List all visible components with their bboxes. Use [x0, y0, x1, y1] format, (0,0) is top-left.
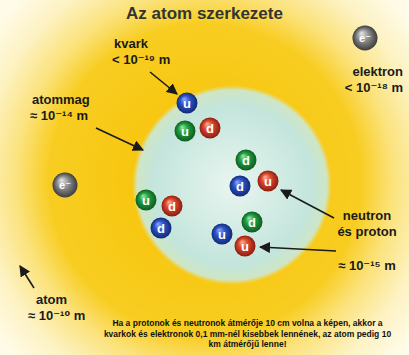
quark-letter: u	[218, 228, 226, 241]
leader-arrow	[20, 266, 34, 288]
quark-letter: d	[206, 122, 214, 135]
quark-sphere: u	[176, 92, 198, 114]
nucleus-region	[132, 85, 332, 285]
quark-sphere: u	[257, 170, 279, 192]
size-label: kvark	[114, 36, 148, 52]
sphere-fill	[200, 118, 221, 139]
quark-sphere: d	[150, 217, 172, 239]
diagram-caption: Ha a protonok és neutronok átmérője 10 c…	[100, 318, 395, 350]
diagram-title: Az atom szerkezete	[0, 4, 409, 24]
quark-letter: d	[242, 154, 250, 167]
size-label: atom	[36, 292, 67, 308]
sphere-fill	[258, 171, 279, 192]
sphere-fill	[236, 150, 257, 171]
quark-letter: d	[157, 222, 165, 235]
quark-sphere: u	[135, 189, 157, 211]
size-value: < 10⁻¹⁸ m	[345, 80, 403, 96]
sphere-fill	[175, 121, 196, 142]
quark-letter: d	[236, 180, 244, 193]
quark-sphere: u	[174, 120, 196, 142]
quark-letter: u	[142, 194, 150, 207]
quark-sphere: d	[241, 211, 263, 233]
quark-sphere: d	[199, 117, 221, 139]
sphere-fill	[353, 26, 378, 51]
sphere-fill	[242, 212, 263, 233]
sphere-fill	[212, 224, 233, 245]
quark-sphere: d	[235, 149, 257, 171]
size-label: neutron és proton	[337, 208, 397, 240]
sphere-fill	[235, 236, 256, 257]
quark-sphere: u	[234, 235, 256, 257]
leader-arrow	[96, 128, 143, 150]
sphere-fill	[151, 218, 172, 239]
sphere-fill	[162, 196, 183, 217]
leader-arrow	[260, 247, 336, 251]
quark-letter: d	[168, 200, 176, 213]
quark-sphere: d	[229, 175, 251, 197]
leader-arrow	[150, 72, 177, 94]
leader-arrow	[281, 190, 334, 218]
size-label: elektron	[352, 64, 403, 80]
quark-letter: u	[241, 240, 249, 253]
sphere-fill	[230, 176, 251, 197]
size-value: ≈ 10⁻¹⁰ m	[28, 308, 85, 324]
sphere-fill	[136, 190, 157, 211]
quark-letter: d	[248, 216, 256, 229]
sphere-fill	[177, 93, 198, 114]
size-value: ≈ 10⁻¹⁴ m	[30, 108, 88, 124]
size-value: ≈ 10⁻¹⁵ m	[327, 258, 407, 274]
quark-sphere: d	[161, 195, 183, 217]
sphere-fill	[53, 173, 78, 198]
quark-letter: u	[264, 175, 272, 188]
quark-sphere: u	[211, 223, 233, 245]
size-value: < 10⁻¹⁹ m	[112, 52, 170, 68]
quark-letter: u	[183, 97, 191, 110]
electron-sphere: e⁻	[352, 25, 378, 51]
size-label: atommag	[32, 92, 90, 108]
electron-symbol: e⁻	[359, 33, 371, 44]
quark-letter: u	[181, 125, 189, 138]
electron-symbol: e⁻	[59, 180, 71, 191]
electron-sphere: e⁻	[52, 172, 78, 198]
